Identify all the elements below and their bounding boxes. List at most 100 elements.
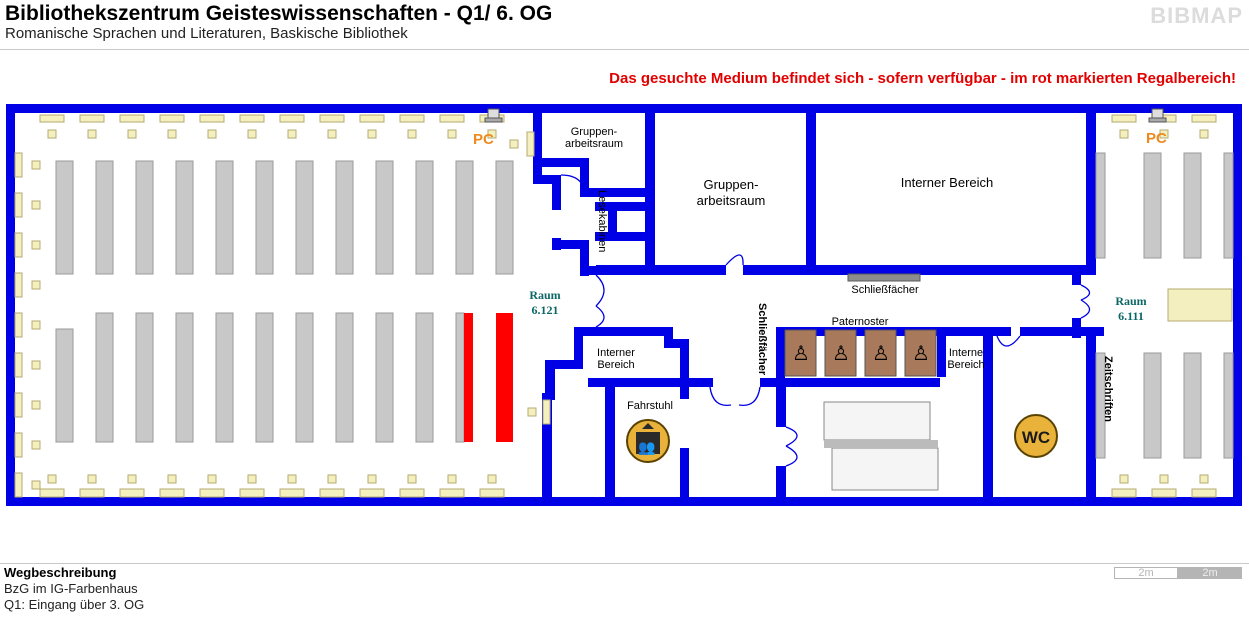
chair: [1159, 129, 1169, 139]
shelf: [1095, 152, 1106, 259]
desk: [119, 114, 145, 123]
directions-line: Q1: Eingang über 3. OG: [4, 597, 145, 612]
room-label: Bereich: [597, 359, 634, 371]
svg-text:♙: ♙: [912, 343, 930, 365]
chair: [1119, 474, 1129, 484]
shelf: [1183, 152, 1202, 259]
desk: [1111, 488, 1137, 498]
highlighted-shelf-area: [464, 313, 513, 442]
desk: [39, 114, 65, 123]
shelves-left-hall: [55, 160, 514, 443]
chair: [31, 400, 41, 410]
chair: [407, 474, 417, 484]
desk: [159, 488, 185, 498]
chair: [287, 129, 297, 139]
svg-text:♙: ♙: [872, 343, 890, 365]
shelf: [95, 160, 114, 275]
desk: [14, 192, 23, 218]
paternoster-icon: ♙ ♙ ♙ ♙: [784, 329, 937, 377]
desk: [279, 488, 305, 498]
directions-title: Wegbeschreibung: [4, 565, 117, 580]
chair: [1199, 129, 1209, 139]
footer-divider: [0, 563, 1249, 564]
chair: [447, 129, 457, 139]
hall-walls: [533, 113, 1104, 506]
chair: [127, 129, 137, 139]
desk: [526, 131, 535, 157]
chair: [207, 129, 217, 139]
shelf: [255, 312, 274, 443]
shelf: [1223, 352, 1234, 459]
shelf: [55, 160, 74, 275]
doors: [560, 174, 1091, 467]
shelves-right-hall: [1095, 152, 1234, 459]
room-label: Lesekabinen: [596, 190, 608, 252]
room-label: Zeitschriften: [1102, 356, 1114, 422]
chair: [287, 474, 297, 484]
desk: [119, 488, 145, 498]
chair: [487, 474, 497, 484]
desk: [542, 399, 551, 425]
desk: [239, 114, 265, 123]
svg-text:♙: ♙: [792, 343, 810, 365]
desk: [79, 114, 105, 123]
room-label: Gruppen-: [704, 177, 759, 192]
desk: [159, 114, 185, 123]
scale-bar: 2m 2m: [1114, 567, 1242, 579]
shelf: [375, 160, 394, 275]
chair: [31, 320, 41, 330]
shelf: [135, 312, 154, 443]
shelf: [495, 160, 514, 275]
chair: [1199, 474, 1209, 484]
stairs-icon: [823, 401, 939, 491]
desk: [14, 352, 23, 378]
chair: [367, 129, 377, 139]
bibmap-logo: BIBMAP: [1150, 3, 1243, 28]
location-notice: Das gesuchte Medium befindet sich - sofe…: [609, 70, 1236, 87]
room-label: Interner: [597, 347, 635, 359]
outer-walls: [6, 104, 1242, 506]
desk: [439, 488, 465, 498]
desk: [79, 488, 105, 498]
desk: [399, 114, 425, 123]
lockers-bar: [847, 273, 921, 282]
chair: [447, 474, 457, 484]
chair: [31, 280, 41, 290]
chair: [327, 474, 337, 484]
shelf: [175, 312, 194, 443]
desk: [14, 312, 23, 338]
shelf: [415, 160, 434, 275]
shelf: [175, 160, 194, 275]
desk: [359, 488, 385, 498]
desk: [14, 272, 23, 298]
table-right: [1167, 288, 1233, 322]
highlighted-shelf: [496, 313, 513, 442]
desk: [319, 488, 345, 498]
header-divider: [0, 49, 1249, 50]
room-number: 6.111: [1118, 309, 1144, 323]
room-number: Raum: [1115, 294, 1146, 308]
room-label: Interne: [949, 347, 983, 359]
shelf: [215, 312, 234, 443]
desk: [39, 488, 65, 498]
svg-text:👥: 👥: [638, 439, 655, 456]
chair: [167, 129, 177, 139]
directions-line: BzG im IG-Farbenhaus: [4, 581, 138, 596]
svg-text:♙: ♙: [832, 343, 850, 365]
chair: [407, 129, 417, 139]
wc-icon: WC: [1014, 414, 1058, 458]
chair: [1159, 474, 1169, 484]
chair: [167, 474, 177, 484]
desk: [239, 488, 265, 498]
shelf: [1095, 352, 1106, 459]
desk: [14, 432, 23, 458]
shelf: [1143, 352, 1162, 459]
shelf: [335, 312, 354, 443]
shelf: [215, 160, 234, 275]
desk: [439, 114, 465, 123]
chair: [31, 160, 41, 170]
shelf: [455, 160, 474, 275]
chair: [367, 474, 377, 484]
room-label: Gruppen-: [571, 126, 618, 138]
room-label: Interner Bereich: [901, 175, 994, 190]
